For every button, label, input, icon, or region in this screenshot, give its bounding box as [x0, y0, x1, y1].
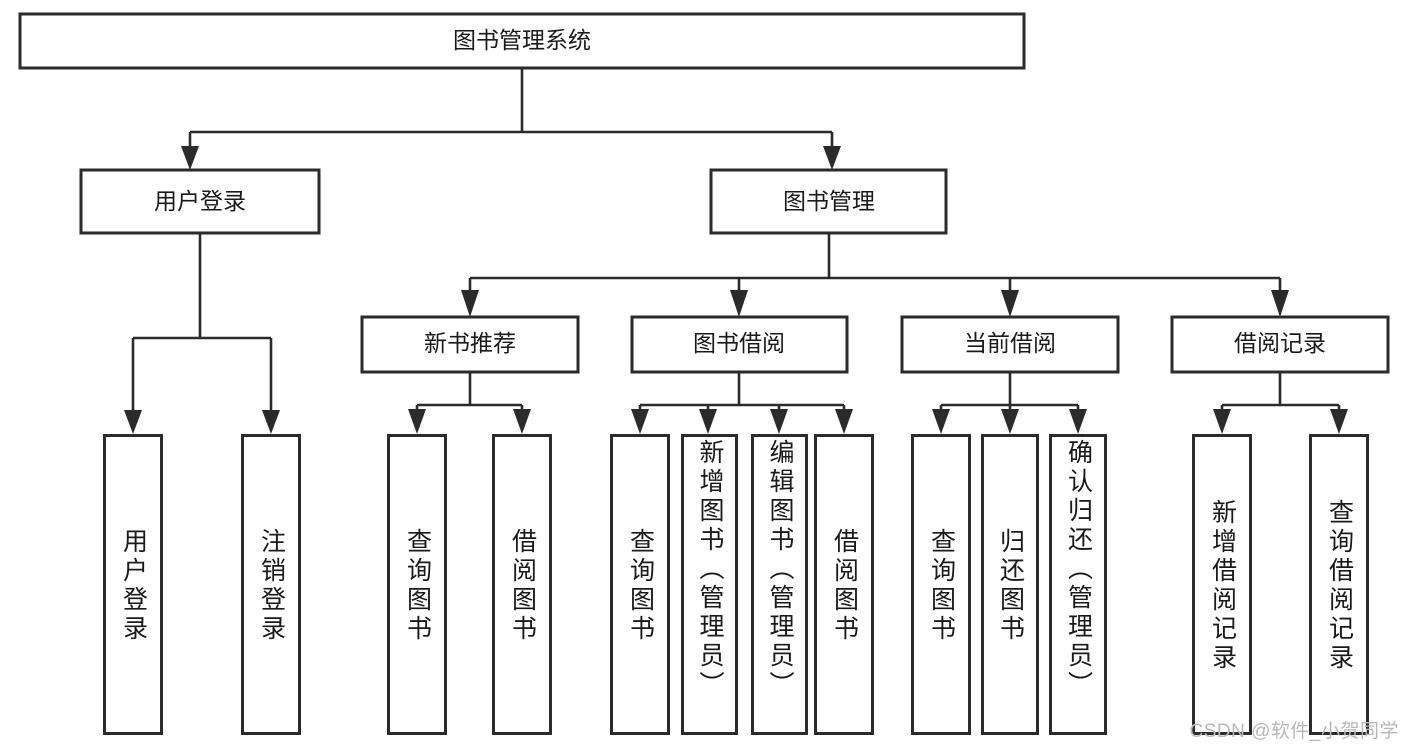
- arrow-head-icon: [408, 409, 426, 434]
- arrow-head-icon: [1001, 409, 1019, 434]
- node-current-borrow-rect: [900, 315, 1120, 374]
- leaf-user-login-login[interactable]: 用户登录: [103, 434, 163, 735]
- arrow-head-icon: [1330, 409, 1348, 434]
- leaf-label: 新增借阅记录: [1208, 498, 1237, 673]
- leaf-new-book-borrow-book[interactable]: 借阅图书: [492, 434, 552, 735]
- node-root-label: 图书管理系统: [453, 27, 591, 53]
- arrow-head-icon: [181, 146, 199, 170]
- leaf-borrow-records-query-record[interactable]: 查询借阅记录: [1309, 434, 1369, 735]
- arrow-head-icon: [835, 409, 853, 434]
- arrow-head-icon: [631, 409, 649, 434]
- leaf-label: 注销登录: [257, 527, 286, 644]
- arrow-head-icon: [1213, 409, 1231, 434]
- leaf-new-book-query-book[interactable]: 查询图书: [387, 434, 447, 735]
- node-root-rect: [18, 12, 1026, 70]
- leaf-label: 查询图书: [403, 527, 432, 644]
- node-new-book-recommend[interactable]: 新书推荐: [360, 315, 580, 374]
- connector-user-login-to-leaves: [124, 233, 280, 434]
- leaf-book-borrow-edit-book-admin[interactable]: 编辑图书（管理员）: [751, 434, 808, 735]
- leaf-label: 查询图书: [626, 527, 655, 644]
- arrow-head-icon: [124, 410, 142, 434]
- node-book-borrow-label: 图书借阅: [693, 330, 785, 356]
- node-user-login[interactable]: 用户登录: [79, 168, 321, 235]
- leaf-current-borrow-confirm-return-admin[interactable]: 确认归还（管理员）: [1049, 434, 1107, 735]
- arrow-head-icon: [262, 410, 280, 434]
- connector-new-book-recommend-to-leaves: [408, 372, 531, 434]
- leaf-borrow-records-add-record[interactable]: 新增借阅记录: [1192, 434, 1252, 735]
- leaf-label: 借阅图书: [508, 527, 537, 644]
- leaf-label: 确认归还（管理员）: [1064, 439, 1093, 700]
- arrow-head-icon: [461, 290, 479, 317]
- connector-book-borrow-to-leaves: [631, 372, 853, 434]
- leaf-book-borrow-add-book-admin[interactable]: 新增图书（管理员）: [681, 434, 738, 735]
- leaf-book-borrow-borrow-book[interactable]: 借阅图书: [814, 434, 874, 735]
- arrow-head-icon: [513, 409, 531, 434]
- leaf-current-borrow-return-book[interactable]: 归还图书: [981, 434, 1039, 735]
- arrow-head-icon: [823, 146, 841, 170]
- arrow-head-icon: [1069, 409, 1087, 434]
- leaf-label: 新增图书（管理员）: [696, 439, 724, 700]
- node-book-management-label: 图书管理: [783, 188, 875, 214]
- connector-borrow-records-to-leaves: [1213, 372, 1348, 434]
- leaf-label: 借阅图书: [830, 527, 859, 644]
- connector-current-borrow-to-leaves: [932, 372, 1087, 434]
- leaf-current-borrow-query-book[interactable]: 查询图书: [911, 434, 971, 735]
- arrow-head-icon: [730, 290, 748, 317]
- node-borrow-records[interactable]: 借阅记录: [1170, 315, 1390, 374]
- leaf-label: 归还图书: [996, 527, 1025, 644]
- arrow-head-icon: [699, 409, 717, 434]
- leaf-label: 查询图书: [927, 527, 956, 644]
- leaf-book-borrow-query-book[interactable]: 查询图书: [610, 434, 670, 735]
- node-book-management[interactable]: 图书管理: [709, 168, 948, 235]
- leaf-label: 编辑图书（管理员）: [766, 439, 794, 700]
- connector-root-to-level2: [181, 68, 841, 170]
- arrow-head-icon: [1001, 290, 1019, 317]
- node-current-borrow-label: 当前借阅: [964, 330, 1056, 356]
- node-user-login-label: 用户登录: [154, 188, 246, 214]
- node-current-borrow[interactable]: 当前借阅: [900, 315, 1120, 374]
- node-root[interactable]: 图书管理系统: [18, 12, 1026, 70]
- leaf-label: 用户登录: [119, 527, 148, 644]
- node-book-borrow[interactable]: 图书借阅: [630, 315, 849, 374]
- arrow-head-icon: [770, 409, 788, 434]
- arrow-head-icon: [932, 409, 950, 434]
- arrow-head-icon: [1271, 290, 1289, 317]
- node-new-book-recommend-label: 新书推荐: [424, 330, 516, 356]
- connector-book-management-to-level3: [461, 233, 1289, 317]
- leaf-user-login-logout[interactable]: 注销登录: [241, 434, 301, 735]
- node-borrow-records-label: 借阅记录: [1234, 330, 1326, 356]
- leaf-label: 查询借阅记录: [1325, 498, 1354, 673]
- node-new-book-recommend-rect: [360, 315, 580, 374]
